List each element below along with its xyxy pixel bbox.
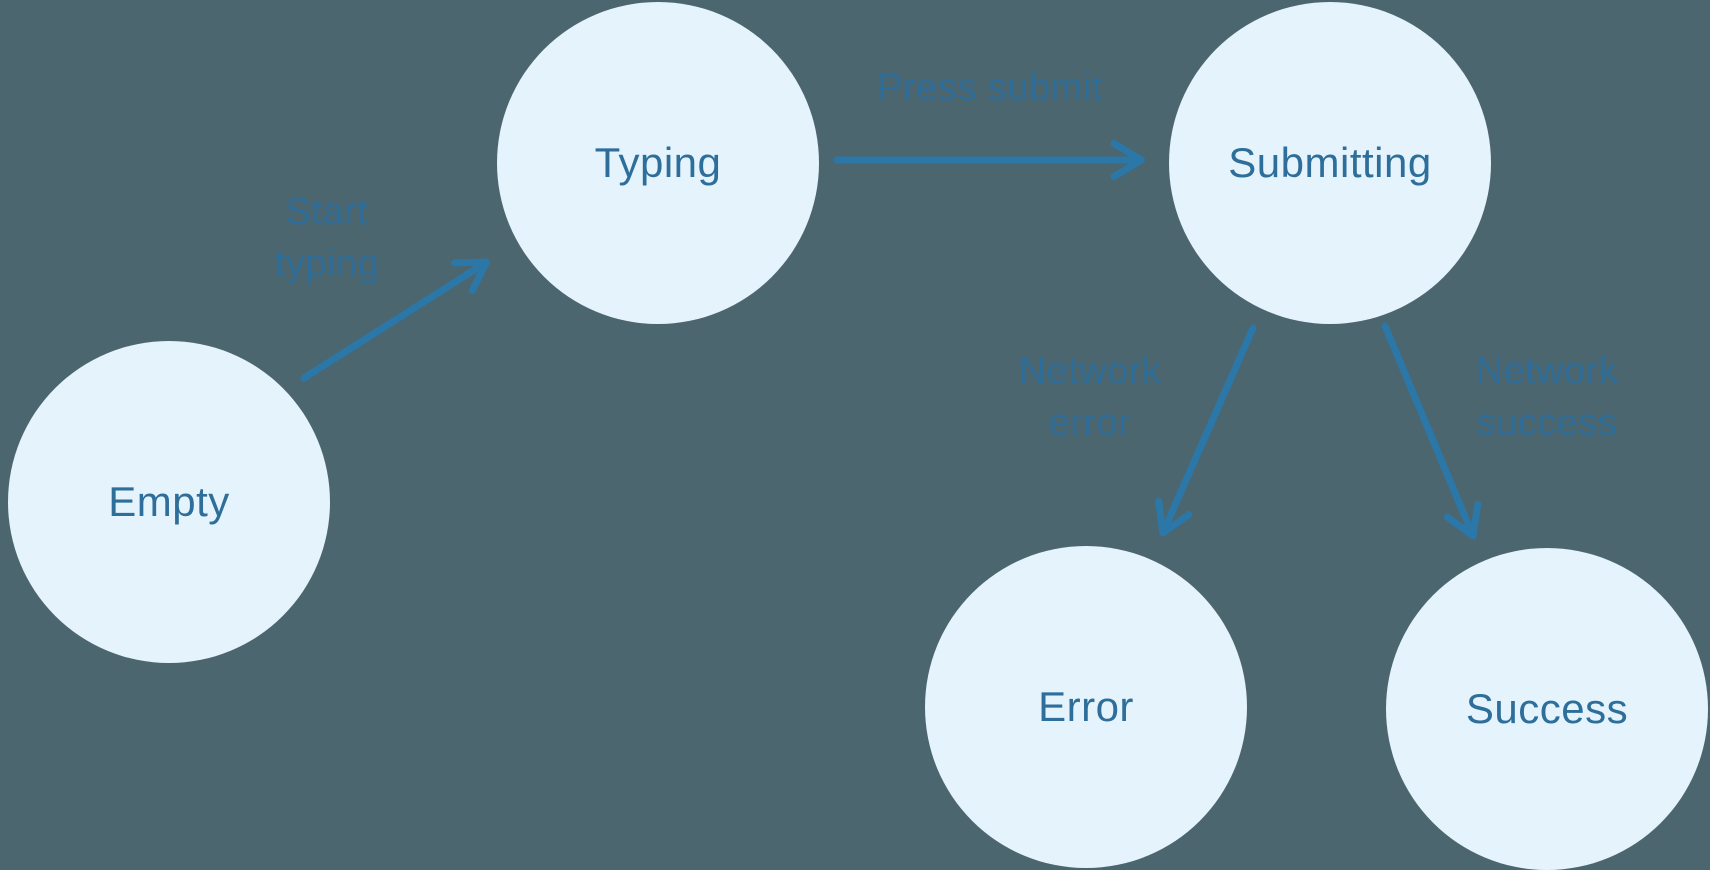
state-node-submitting: Submitting: [1169, 2, 1491, 324]
edge-label-line: Press submit: [877, 67, 1103, 109]
state-node-typing: Typing: [497, 2, 819, 324]
edge-label-start-typing: Start typing: [275, 186, 379, 290]
edge-label-line: Start: [285, 191, 369, 233]
edge-label-line: Network: [1018, 350, 1162, 392]
edge-label-press-submit: Press submit: [877, 62, 1103, 114]
state-node-empty: Empty: [8, 341, 330, 663]
edge-label-line: error: [1048, 402, 1132, 444]
state-label-empty: Empty: [108, 478, 230, 525]
state-node-error: Error: [925, 546, 1247, 868]
edge-label-line: Network: [1475, 350, 1619, 392]
state-label-typing: Typing: [594, 139, 722, 186]
edge-label-line: typing: [274, 243, 380, 285]
arrow-empty-to-typing: [300, 258, 491, 382]
state-node-success: Success: [1386, 548, 1708, 870]
edge-label-network-error: Network error: [1019, 345, 1162, 449]
state-label-submitting: Submitting: [1228, 139, 1432, 186]
state-label-success: Success: [1465, 685, 1629, 732]
state-label-error: Error: [1038, 683, 1134, 730]
edge-label-network-success: Network success: [1476, 345, 1619, 449]
arrow-submitting-to-success: [1381, 322, 1482, 540]
arrow-submitting-to-error: [1155, 324, 1257, 537]
edge-label-line: success: [1476, 402, 1618, 444]
